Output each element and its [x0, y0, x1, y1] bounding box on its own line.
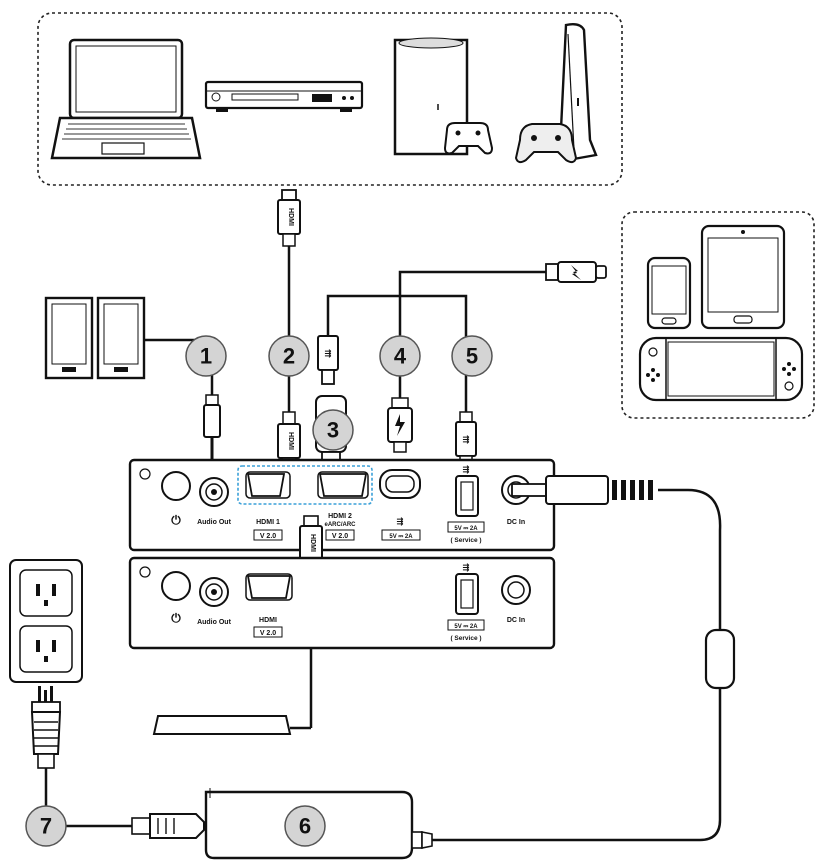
- svg-text:5: 5: [466, 344, 478, 369]
- callout-6: 6: [284, 805, 326, 847]
- audio-out-label-bottom: Audio Out: [197, 619, 231, 626]
- svg-text:⇶: ⇶: [325, 349, 332, 358]
- audio-plug-icon: [203, 394, 221, 460]
- hdmi-version-bottom: V 2.0: [260, 630, 276, 637]
- usbc-plug-icon: [387, 397, 413, 453]
- c13-connector-icon: [131, 813, 205, 839]
- smartphone-icon: [646, 256, 692, 330]
- usb-c-connector-icon: [545, 261, 607, 283]
- hdmi2-label: HDMI 2: [328, 513, 352, 520]
- mobile-devices-frame: [621, 211, 815, 419]
- service-label-bottom: ( Service ): [450, 635, 481, 642]
- power-plug-icon: [30, 686, 62, 769]
- hdmi-label-bottom: HDMI: [259, 617, 277, 624]
- usb-service-plug-icon: ⇶: [455, 411, 477, 467]
- dc-plug-icon: [511, 475, 653, 505]
- usb-icon: ⇶: [397, 517, 404, 526]
- hdmi-plug-icon: HDMI: [277, 189, 301, 247]
- svg-text:2: 2: [283, 344, 295, 369]
- power-icon: ⏻: [171, 513, 181, 527]
- svg-text:⇶: ⇶: [463, 435, 470, 444]
- laptop-icon: [50, 38, 202, 160]
- dc-in-label-bottom: DC In: [507, 617, 525, 624]
- callout-1: 1: [185, 335, 227, 377]
- projector-panel-bottom: ⏻ Audio Out HDMI V 2.0 ⇶ 5V ⎓ 2A ( Servi…: [128, 556, 556, 650]
- source-devices-frame: [37, 12, 623, 186]
- svg-text:4: 4: [394, 344, 407, 369]
- usbc-rating: 5V ⎓ 2A: [389, 534, 413, 540]
- hdmi2-sub-label: eARC/ARC: [324, 522, 356, 528]
- hdmi1-label: HDMI 1: [256, 519, 280, 526]
- hdmi1-version: V 2.0: [260, 533, 276, 540]
- usb-plug-icon: ⇶: [317, 335, 339, 385]
- tablet-icon: [700, 224, 786, 330]
- svg-text:HDMI: HDMI: [287, 208, 294, 226]
- projector-panel-top: ⏻ Audio Out HDMI 1 V 2.0 HDMI 2 eARC/ARC…: [128, 458, 556, 552]
- callout-5: 5: [451, 335, 493, 377]
- disc-player-icon: [204, 80, 364, 112]
- usb-service-icon: ⇶: [463, 465, 470, 474]
- usb-service-rating: 5V ⎓ 2A: [454, 526, 478, 532]
- callout-7: 7: [25, 805, 67, 847]
- svg-text:1: 1: [200, 344, 212, 369]
- svg-text:3: 3: [327, 418, 339, 443]
- hdmi2-version: V 2.0: [332, 533, 348, 540]
- ferrite-core-icon: [704, 628, 736, 690]
- callout-3: 3: [312, 409, 354, 451]
- usb-icon-bottom: ⇶: [463, 563, 470, 572]
- svg-text:7: 7: [40, 814, 52, 839]
- soundbar-icon: [152, 715, 292, 735]
- svg-text:6: 6: [299, 814, 311, 839]
- svg-text:HDMI: HDMI: [309, 534, 316, 552]
- console-controller-icon: [514, 22, 598, 164]
- audio-out-label: Audio Out: [197, 519, 231, 526]
- dc-in-label: DC In: [507, 519, 525, 526]
- callout-2: 2: [268, 335, 310, 377]
- speakers-icon: [44, 296, 146, 380]
- handheld-console-icon: [638, 336, 804, 402]
- usb-rating-bottom: 5V ⎓ 2A: [454, 624, 478, 630]
- callout-4: 4: [379, 335, 421, 377]
- power-icon-bottom: ⏻: [171, 611, 181, 625]
- wall-outlet-icon: [9, 559, 83, 683]
- hdmi-ports-highlight: [237, 465, 373, 505]
- game-console-icon: [393, 37, 494, 156]
- svg-text:HDMI: HDMI: [287, 432, 294, 450]
- service-label: ( Service ): [450, 537, 481, 544]
